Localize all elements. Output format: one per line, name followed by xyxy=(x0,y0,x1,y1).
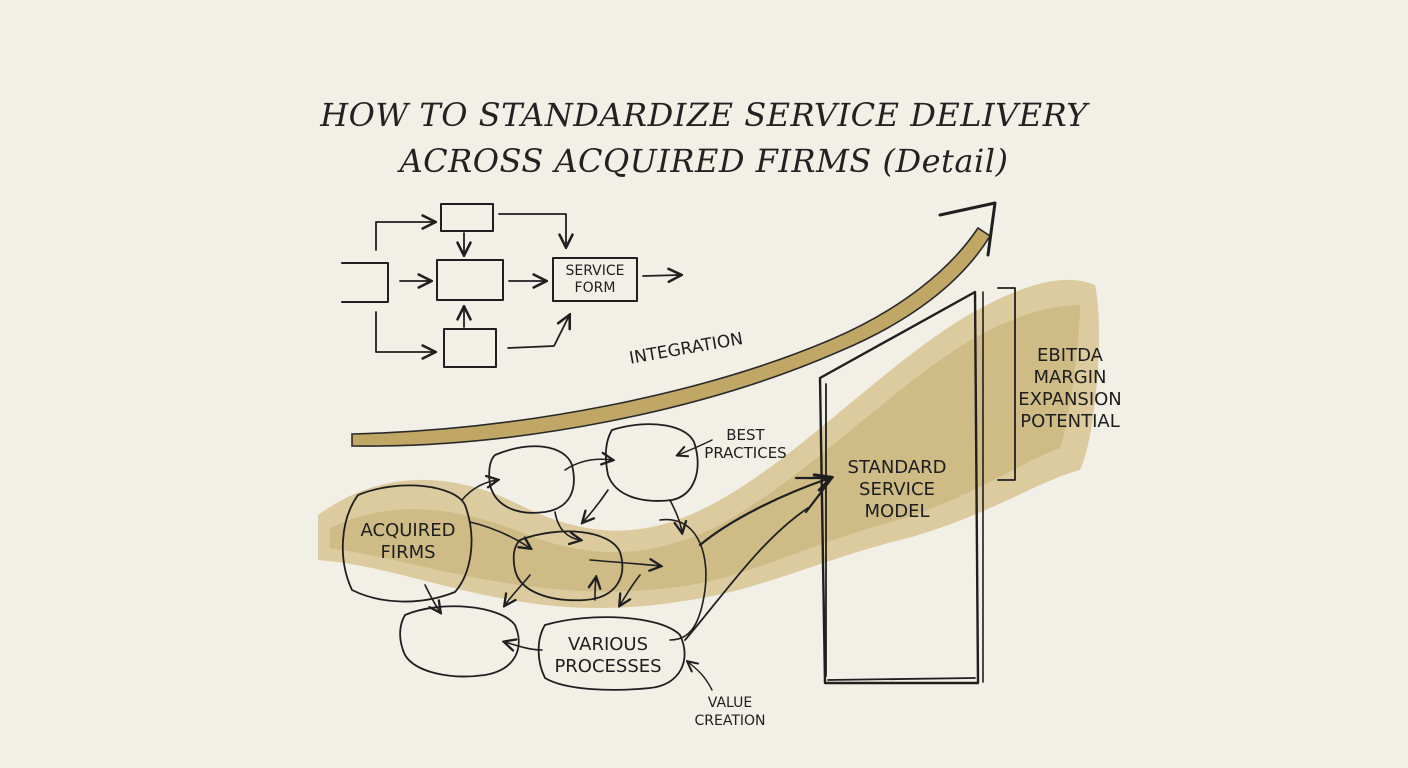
title-line-2: ACROSS ACQUIRED FIRMS (Detail) xyxy=(399,142,1009,180)
standard-service-model-label: STANDARD SERVICE MODEL xyxy=(847,457,947,522)
diagram-title: HOW TO STANDARDIZE SERVICE DELIVERY ACRO… xyxy=(0,92,1408,184)
value-creation-label: VALUE CREATION xyxy=(694,695,766,729)
title-line-1: HOW TO STANDARDIZE SERVICE DELIVERY xyxy=(320,96,1088,134)
various-process-blobs xyxy=(341,423,832,691)
service-form-label: SERVICE FORM xyxy=(565,263,625,296)
integration-arrow-head xyxy=(938,201,997,257)
ebitda-bracket xyxy=(997,287,1016,481)
best-practices-pointer xyxy=(678,439,713,455)
various-processes-label: VARIOUS PROCESSES xyxy=(554,634,662,677)
standard-service-model-panel xyxy=(818,290,984,685)
value-wash-band xyxy=(318,279,1100,609)
value-wash-band-shade xyxy=(330,305,1080,592)
value-creation-pointer xyxy=(688,662,713,691)
ebitda-label: EBITDA MARGIN EXPANSION POTENTIAL xyxy=(1018,345,1122,432)
process-flowchart xyxy=(341,203,680,368)
best-practices-label: BEST PRACTICES xyxy=(704,426,787,462)
acquired-firms-label: ACQUIRED FIRMS xyxy=(360,520,456,563)
